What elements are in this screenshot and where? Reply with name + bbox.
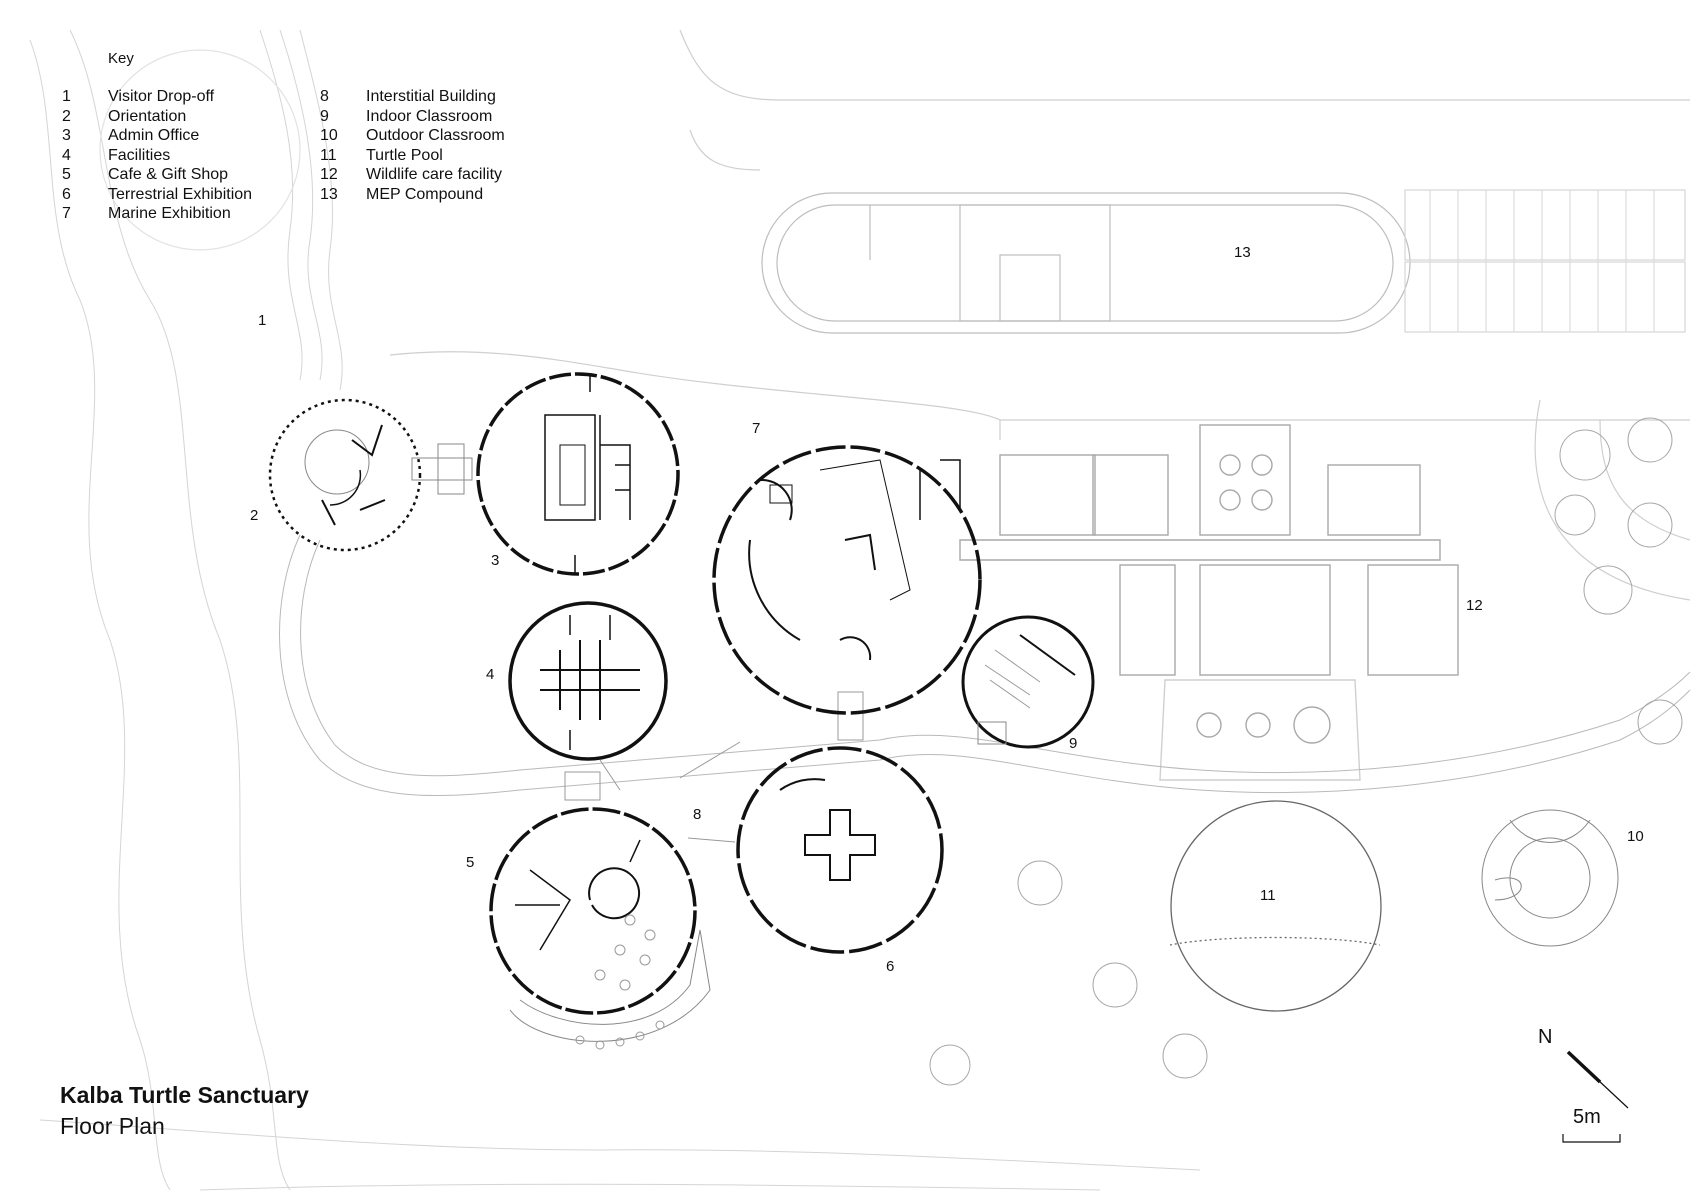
key-label: MEP Compound	[366, 185, 484, 203]
plan-label-13: 13	[1234, 244, 1251, 261]
pavilion-terrestrial-exhibition	[736, 746, 944, 954]
terrain-contours	[29, 29, 1201, 1191]
key-item: 13 MEP Compound	[320, 186, 505, 206]
drawing-title: Kalba Turtle Sanctuary	[60, 1082, 309, 1108]
plan-label-5: 5	[466, 854, 475, 871]
trees	[929, 417, 1683, 1086]
site-roads	[99, 29, 1691, 601]
key-item: 1 Visitor Drop-off	[62, 88, 252, 108]
key-number: 12	[320, 166, 338, 183]
plan-label-10: 10	[1627, 828, 1644, 845]
key-list-column-2: 8 Interstitial Building 9 Indoor Classroom…	[320, 88, 505, 205]
pavilion-indoor-classroom	[961, 615, 1095, 749]
key-label: Visitor Drop-off	[108, 88, 215, 105]
connector	[411, 443, 473, 495]
key-item: 9 Indoor Classroom	[320, 108, 505, 128]
plan-label-9: 9	[1069, 735, 1078, 752]
key-title: Key	[108, 50, 134, 67]
plan-label-3: 3	[491, 552, 500, 569]
key-item: 8 Interstitial Building	[320, 88, 505, 108]
plan-label-8: 8	[693, 806, 702, 823]
key-item: 11 Turtle Pool	[320, 147, 505, 167]
wildlife-care-facility	[959, 424, 1459, 781]
key-number: 10	[320, 127, 338, 144]
key-label: Interstitial Building	[366, 88, 496, 105]
title-block: Kalba Turtle Sanctuary Floor Plan	[60, 1082, 309, 1140]
north-arrow-label: N	[1538, 1026, 1553, 1048]
key-label: Facilities	[108, 146, 171, 164]
north-arrow-line	[1566, 1050, 1629, 1109]
plan-label-11: 11	[1260, 887, 1276, 904]
key-item: 4 Facilities	[62, 147, 252, 167]
key-number: 9	[320, 107, 329, 125]
key-label: Outdoor Classroom	[366, 127, 505, 144]
key-item: 2 Orientation	[62, 108, 252, 128]
key-number: 13	[320, 185, 338, 203]
key-item: 6 Terrestrial Exhibition	[62, 186, 252, 206]
key-number: 4	[62, 146, 71, 164]
key-label: Turtle Pool	[366, 146, 443, 164]
key-label: Orientation	[108, 107, 187, 125]
turtle-pool	[1169, 800, 1382, 1012]
key-label: Terrestrial Exhibition	[108, 185, 253, 203]
key-label: Indoor Classroom	[366, 107, 493, 125]
key-list-column-1: 1 Visitor Drop-off 2 Orientation 3 Admin Of…	[62, 88, 252, 225]
pavilion-admin-office	[476, 372, 680, 576]
plan-label-6: 6	[886, 958, 895, 975]
key-number: 5	[62, 166, 71, 183]
key-number: 3	[62, 127, 71, 144]
key-item: 5 Cafe & Gift Shop	[62, 166, 252, 186]
key-item: 3 Admin Office	[62, 127, 252, 147]
key-number: 8	[320, 88, 329, 105]
mep-compound	[761, 189, 1686, 334]
outdoor-classroom	[1481, 809, 1619, 947]
key-number: 1	[62, 88, 71, 105]
interstitial-building	[564, 691, 864, 843]
key-number: 7	[62, 205, 71, 222]
key-label: Admin Office	[108, 127, 200, 144]
key-number: 2	[62, 107, 71, 125]
key-item: 12 Wildlife care facility	[320, 166, 505, 186]
plan-label-2: 2	[250, 507, 259, 524]
pavilion-marine-exhibition	[712, 445, 982, 715]
scale-bar-label: 5m	[1573, 1106, 1601, 1128]
key-number: 11	[320, 146, 337, 164]
key-label: Marine Exhibition	[108, 205, 231, 222]
key-label: Wildlife care facility	[366, 166, 503, 183]
drawing-subtitle: Floor Plan	[60, 1113, 165, 1139]
plan-label-7: 7	[752, 420, 761, 437]
plan-label-4: 4	[486, 666, 495, 683]
pavilion-facilities	[508, 601, 668, 761]
key-item: 7 Marine Exhibition	[62, 205, 252, 225]
pavilion-orientation	[268, 398, 422, 552]
key-label: Cafe & Gift Shop	[108, 166, 229, 183]
key-number: 6	[62, 185, 71, 203]
pavilion-cafe-gift-shop	[489, 807, 711, 1050]
scale-bar-line	[1562, 1134, 1621, 1143]
key-item: 10 Outdoor Classroom	[320, 127, 505, 147]
plan-label-12: 12	[1466, 597, 1483, 614]
plan-label-1: 1	[258, 312, 267, 329]
